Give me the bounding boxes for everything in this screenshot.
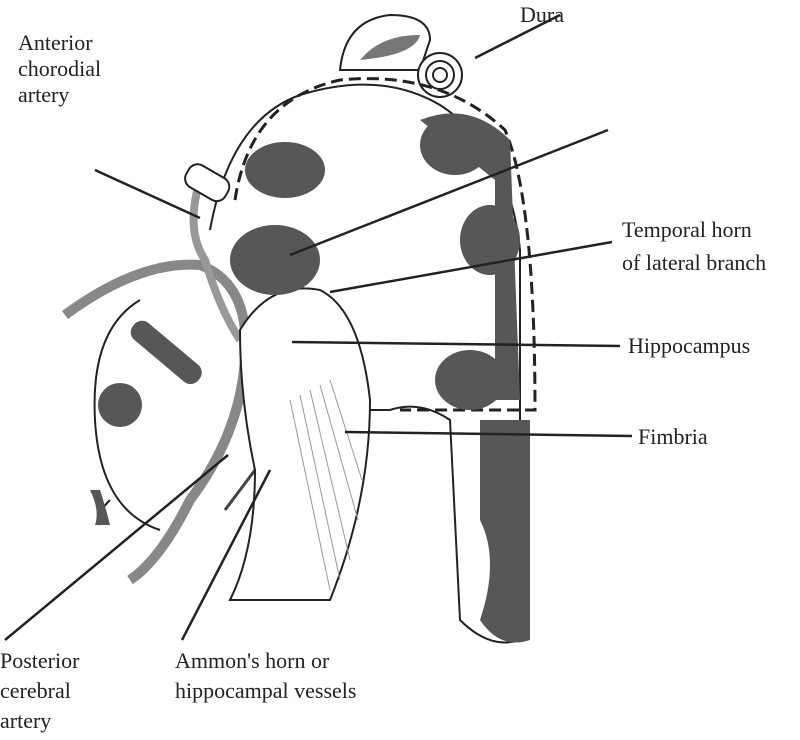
label-anterior-choroidal-artery: Anterior chorodial artery [18,30,101,108]
label-line: artery [18,82,70,107]
label-ammons-horn: Ammon's horn or hippocampal vessels [175,646,356,706]
leader-hippocampus [291,340,621,348]
leader-posterior-cerebral [4,454,229,641]
leader-ammons-horn [180,469,272,641]
label-line: Anterior [18,30,93,55]
label-fimbria: Fimbria [638,424,708,449]
leader-unlabeled [289,128,609,257]
leader-lines [4,13,633,641]
label-line: hippocampal vessels [175,678,357,703]
label-line: artery [0,708,52,733]
gray-matter [90,113,530,643]
anterior-choroidal-artery [189,178,244,343]
label-posterior-cerebral-artery: Posterior cerebral artery [0,646,79,736]
label-line: Posterior [0,648,80,673]
cortex-outline [209,83,522,644]
dura-texture [360,35,420,60]
leader-anterior-choroidal [94,168,201,220]
midbrain-outline [93,299,161,531]
label-line: cerebral [0,678,71,703]
label-line: chorodial [18,56,102,81]
hippocampus-body [228,287,372,601]
posterior-cerebral-artery [62,259,251,585]
leader-temporal-horn [329,240,613,294]
leader-fimbria [344,430,633,438]
label-line: Ammon's horn or [175,648,330,673]
label-dura: Dura [520,2,564,27]
label-temporal-horn: Temporal horn of lateral branch [622,213,766,279]
label-hippocampus: Hippocampus [628,333,751,358]
leader-dura [474,13,561,60]
label-line: Temporal horn [622,217,752,242]
hippocampus-hatching [289,379,363,591]
label-line: of lateral branch [622,250,767,275]
dashed-membrane [233,77,537,412]
artery-stub [184,163,231,203]
